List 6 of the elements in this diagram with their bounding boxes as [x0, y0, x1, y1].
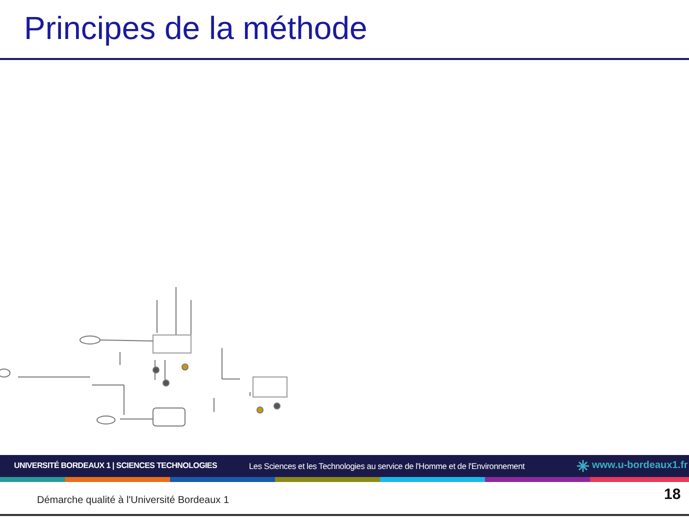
- footer-note: Démarche qualité à l'Université Bordeaux 1: [37, 495, 230, 506]
- slide-title: Principes de la méthode: [24, 9, 368, 48]
- footer-web-address: www.u-bordeaux1.fr: [592, 460, 688, 471]
- page-number: 18: [664, 486, 681, 503]
- footer-university-text: UNIVERSITÉ BORDEAUX 1 | SCIENCES TECHNOLOGIES: [14, 461, 217, 470]
- footer-slogan: Les Sciences et les Technologies au service de l'Homme et de l'Environnement: [249, 461, 525, 471]
